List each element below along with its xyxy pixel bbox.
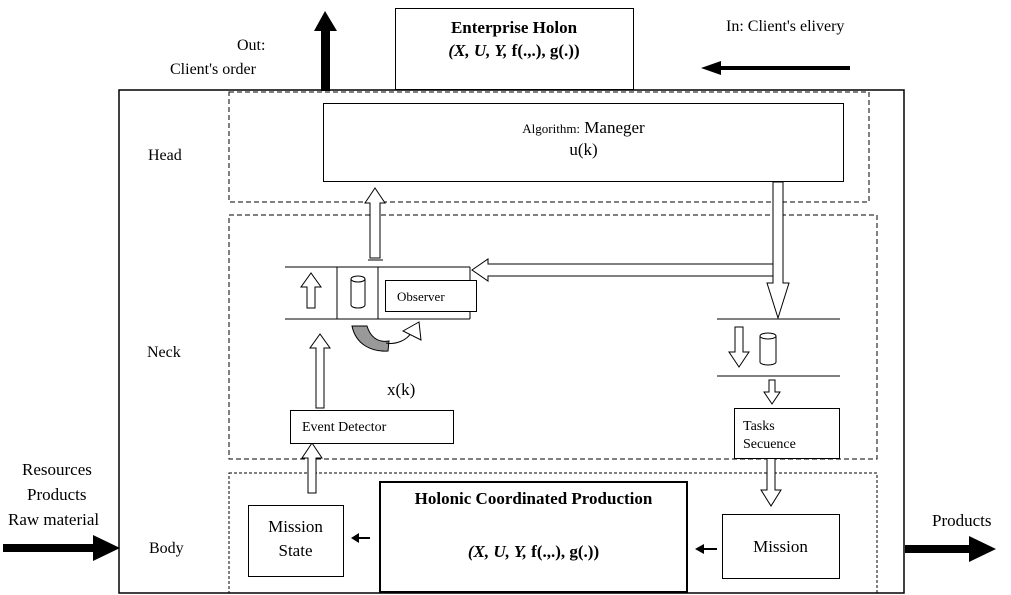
out-arrow-shaft [321,30,330,91]
manager-down-arrow [766,181,790,320]
to-production-arrow-head [695,544,704,554]
in-arrow-shaft [719,66,850,70]
feedback-curve-arrow [385,332,412,344]
enterprise-formula-vars: (X, U, Y, [448,41,508,60]
production-title: Holonic Coordinated Production [414,489,653,508]
products-arrow-shaft [905,545,969,553]
observer-label: Observer [397,289,445,304]
level-head-label: Head [148,147,182,164]
inputs-arrow-shaft [3,544,93,552]
neck-region [228,214,878,460]
mission-box: Mission [722,514,840,579]
manager-name: Maneger [584,118,645,137]
tasks-line1: Tasks [743,419,775,434]
in-label: In: Client's elivery [726,18,845,35]
feedback-grey-arrow [351,325,390,352]
products-arrow-head [969,536,996,562]
outputs-label: Products [932,511,992,530]
event-detector-box: Event Detector [290,410,454,444]
mission-state-line1: Mission [268,517,323,536]
to-mission-arrow [760,457,782,507]
head-region [228,91,870,203]
manager-signal: u(k) [569,140,598,159]
state-signal: x(k) [387,380,416,399]
to-production-arrow-shaft [702,548,717,550]
database-icon [350,275,366,309]
feedback-curve-head [401,321,422,341]
inputs-arrow-head [93,535,120,561]
channel-down-arrow [728,326,750,368]
out-label: Out: [237,37,266,54]
manager-prefix: Algorithm: [522,121,581,136]
to-observer-arrow [471,258,774,282]
observer-box: Observer [385,280,477,312]
mission-state-box: Mission State [248,505,344,577]
production-box: Holonic Coordinated Production (X, U, Y,… [379,481,688,593]
production-formula-funcs: f(.,.), g(.)) [531,542,600,561]
database-icon [759,332,777,366]
enterprise-holon-box: Enterprise Holon (X, U, Y, f(.,.), g(.)) [395,8,634,90]
channel-up-arrow [300,272,322,309]
mission-label: Mission [753,537,808,556]
holon-frame [118,89,905,594]
up-to-manager-arrow [364,187,386,259]
to-tasks-arrow [763,379,781,405]
manager-box: Algorithm: Maneger u(k) [323,103,844,182]
production-formula: (X, U, Y, f(.,.), g(.)) [381,542,686,561]
enterprise-formula-funcs: f(.,.), g(.)) [511,41,580,60]
mission-state-line2: State [278,541,313,560]
state-up-arrow [301,442,323,494]
body-region [228,472,878,594]
inputs-line2: Products [27,485,87,504]
manager-algorithm: Algorithm: Maneger [324,118,843,138]
inputs-line1: Resources [22,460,92,479]
level-neck-label: Neck [147,344,181,361]
to-state-arrow-shaft [358,537,370,539]
level-body-label: Body [149,540,184,557]
out-value: Client's order [170,61,256,78]
tasks-line2: Secuence [743,437,796,452]
event-detector-label: Event Detector [302,420,387,435]
tasks-sequence-box: Tasks Secuence [734,408,840,459]
to-state-arrow-head [351,533,359,543]
detector-up-arrow [309,333,331,409]
out-arrow-head [314,11,337,31]
enterprise-holon-title: Enterprise Holon [450,18,578,37]
inputs-line3: Raw material [8,510,100,529]
in-arrow-head [701,61,721,75]
production-formula-vars: (X, U, Y, [467,542,527,561]
enterprise-holon-formula: (X, U, Y, f(.,.), g(.)) [396,41,632,60]
